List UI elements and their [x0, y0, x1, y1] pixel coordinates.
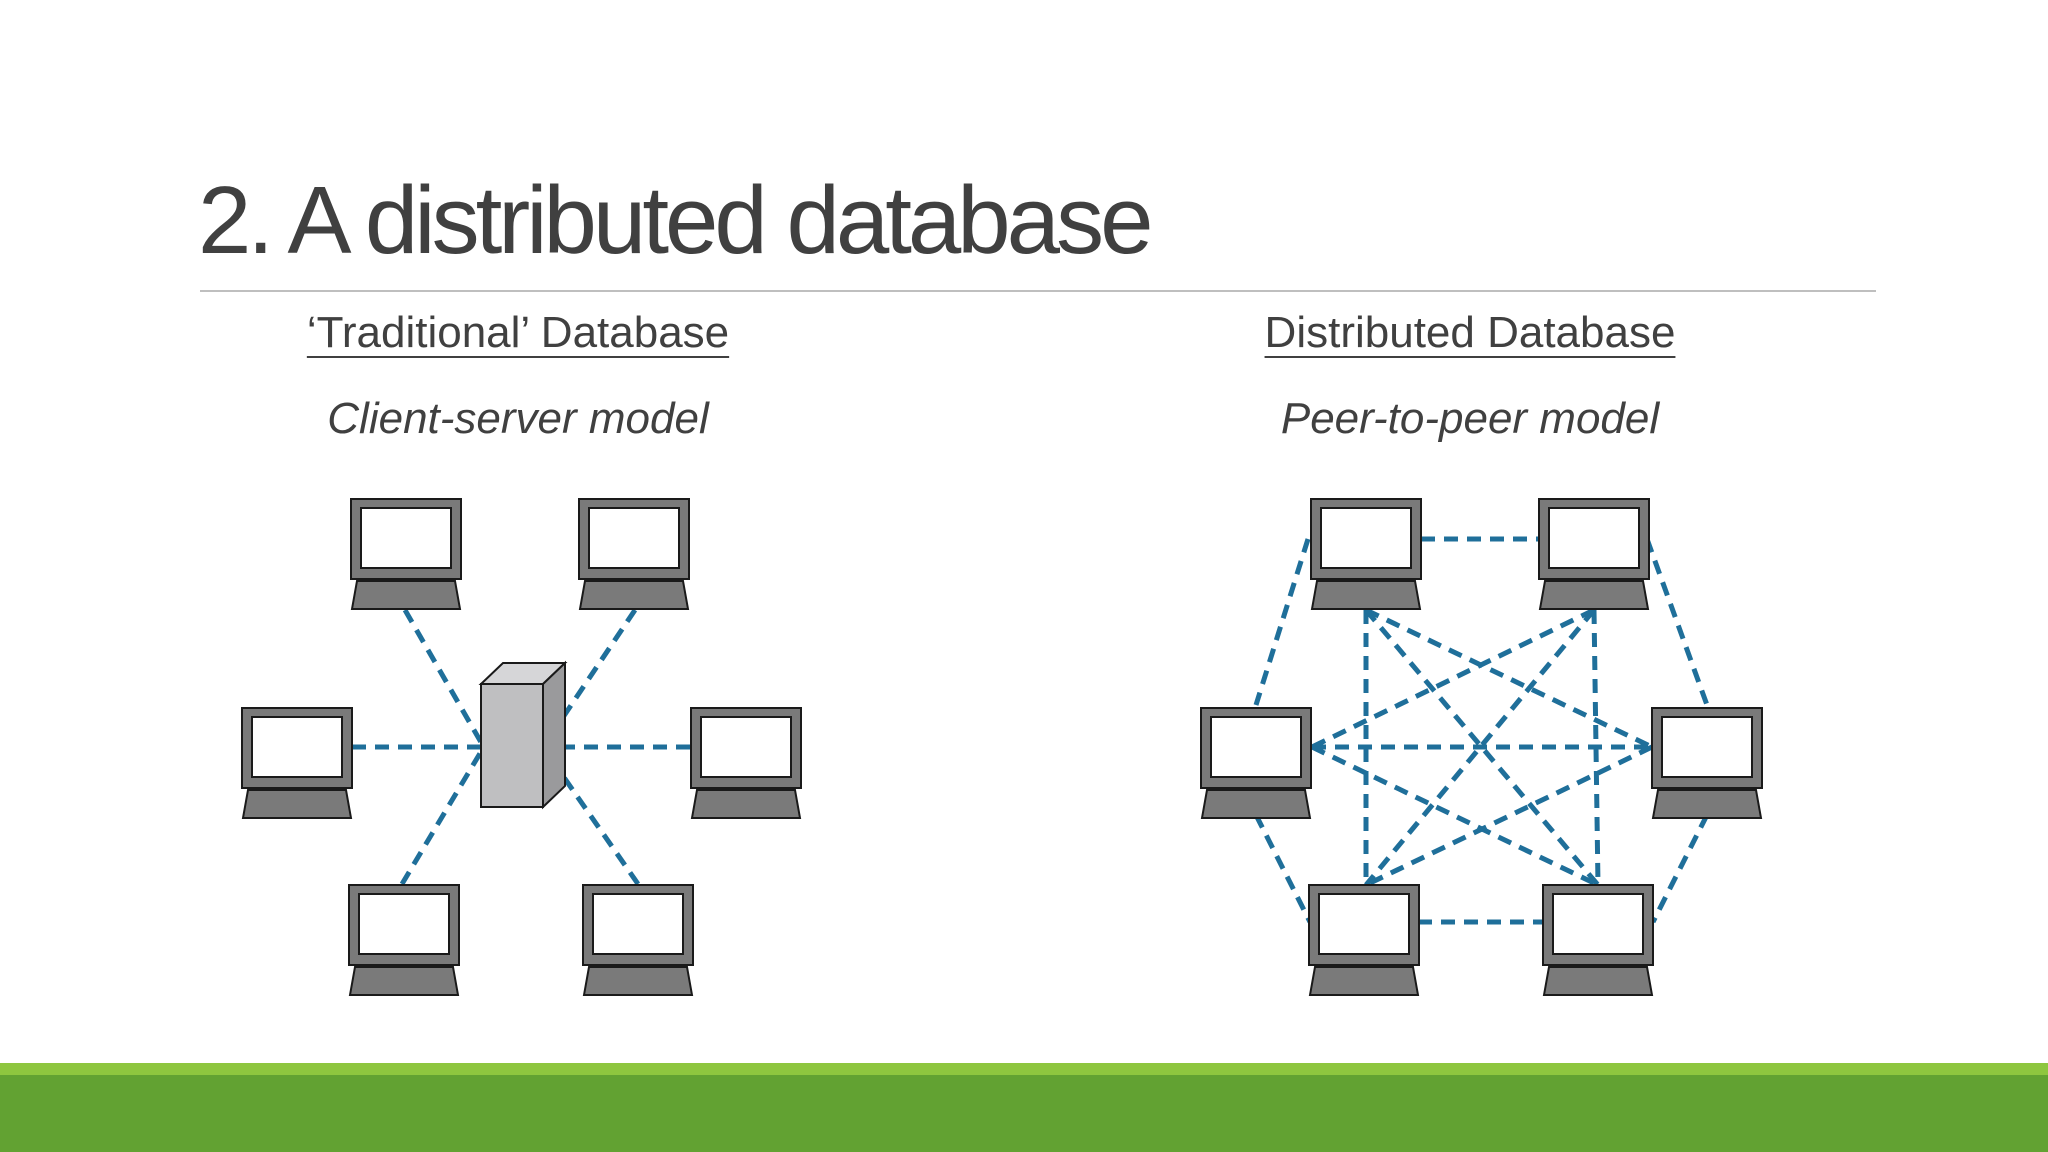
- link-line: [1364, 744, 1654, 888]
- computer-monitor-icon: [1200, 707, 1312, 819]
- link-line: [1253, 813, 1313, 924]
- link-line: [1364, 608, 1600, 887]
- link-line: [1253, 538, 1311, 706]
- slide-title: 2. A distributed database: [198, 167, 1153, 274]
- server-tower-icon: [478, 660, 568, 810]
- client-server-diagram: [241, 498, 802, 996]
- client-server-links: [352, 608, 690, 886]
- link-line: [399, 748, 485, 886]
- peer-to-peer-subheading: Peer-to-peer model: [1280, 394, 1660, 443]
- link-line: [542, 608, 638, 746]
- distributed-database-heading: Distributed Database: [1264, 308, 1676, 357]
- link-line: [1364, 608, 1596, 887]
- computer-monitor-icon: [578, 498, 690, 610]
- computer-monitor-icon: [1538, 498, 1650, 610]
- link-line: [1650, 813, 1710, 924]
- computer-monitor-icon: [1542, 884, 1654, 996]
- footer-bar: [0, 1063, 2048, 1152]
- link-line: [542, 748, 641, 886]
- computer-monitor-icon: [690, 707, 802, 819]
- client-server-subheading: Client-server model: [327, 394, 709, 443]
- computer-monitor-icon: [1308, 884, 1420, 996]
- computer-monitor-icon: [350, 498, 462, 610]
- title-divider: [200, 290, 1876, 292]
- link-line: [1310, 607, 1596, 750]
- peer-to-peer-links: [1253, 536, 1710, 925]
- peer-to-peer-diagram: [1200, 498, 1763, 996]
- link-line: [402, 608, 485, 746]
- link-line: [1310, 744, 1600, 888]
- traditional-database-heading: ‘Traditional’ Database: [306, 308, 730, 357]
- computer-monitor-icon: [1651, 707, 1763, 819]
- computer-monitor-icon: [1310, 498, 1422, 610]
- link-line: [1364, 607, 1654, 750]
- link-line: [1644, 538, 1710, 706]
- computer-monitor-icon: [582, 884, 694, 996]
- computer-monitor-icon: [241, 707, 353, 819]
- computer-monitor-icon: [348, 884, 460, 996]
